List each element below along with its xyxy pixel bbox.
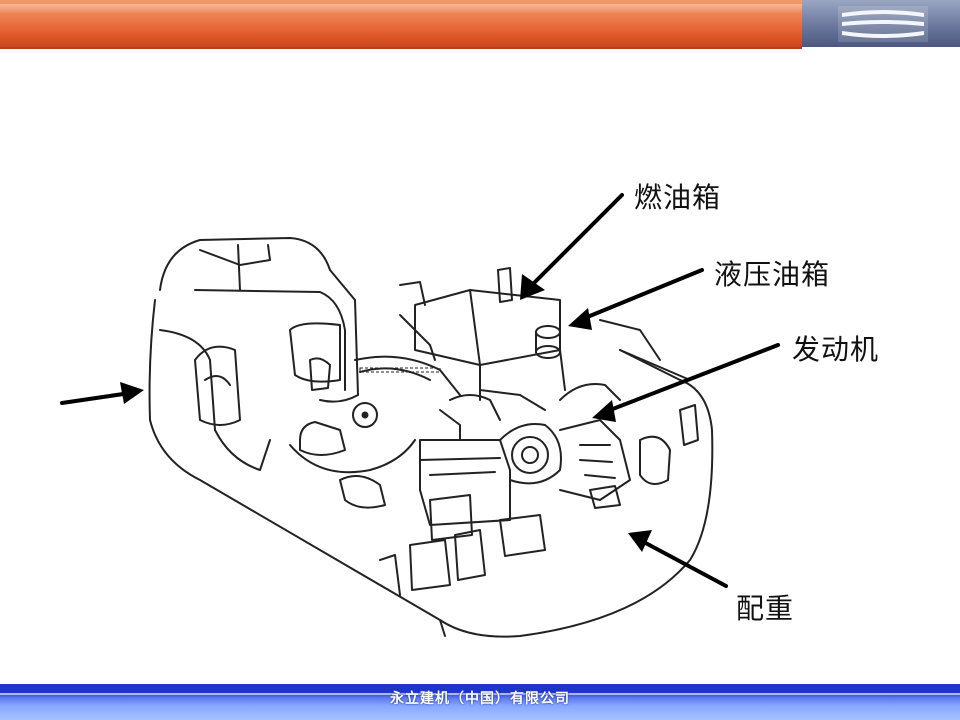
emblem-icon — [838, 6, 928, 42]
footer-bar — [0, 684, 960, 720]
label-hydraulic-tank: 液压油箱 — [714, 258, 831, 291]
label-counterweight: 配重 — [736, 592, 795, 625]
header-bar — [0, 0, 802, 49]
label-engine: 发动机 — [792, 333, 880, 366]
footer-divider — [0, 693, 960, 695]
diagram-panel — [115, 165, 905, 645]
label-fuel-tank: 燃油箱 — [634, 181, 722, 214]
footer-company-name: 永立建机（中国）有限公司 — [390, 691, 570, 707]
